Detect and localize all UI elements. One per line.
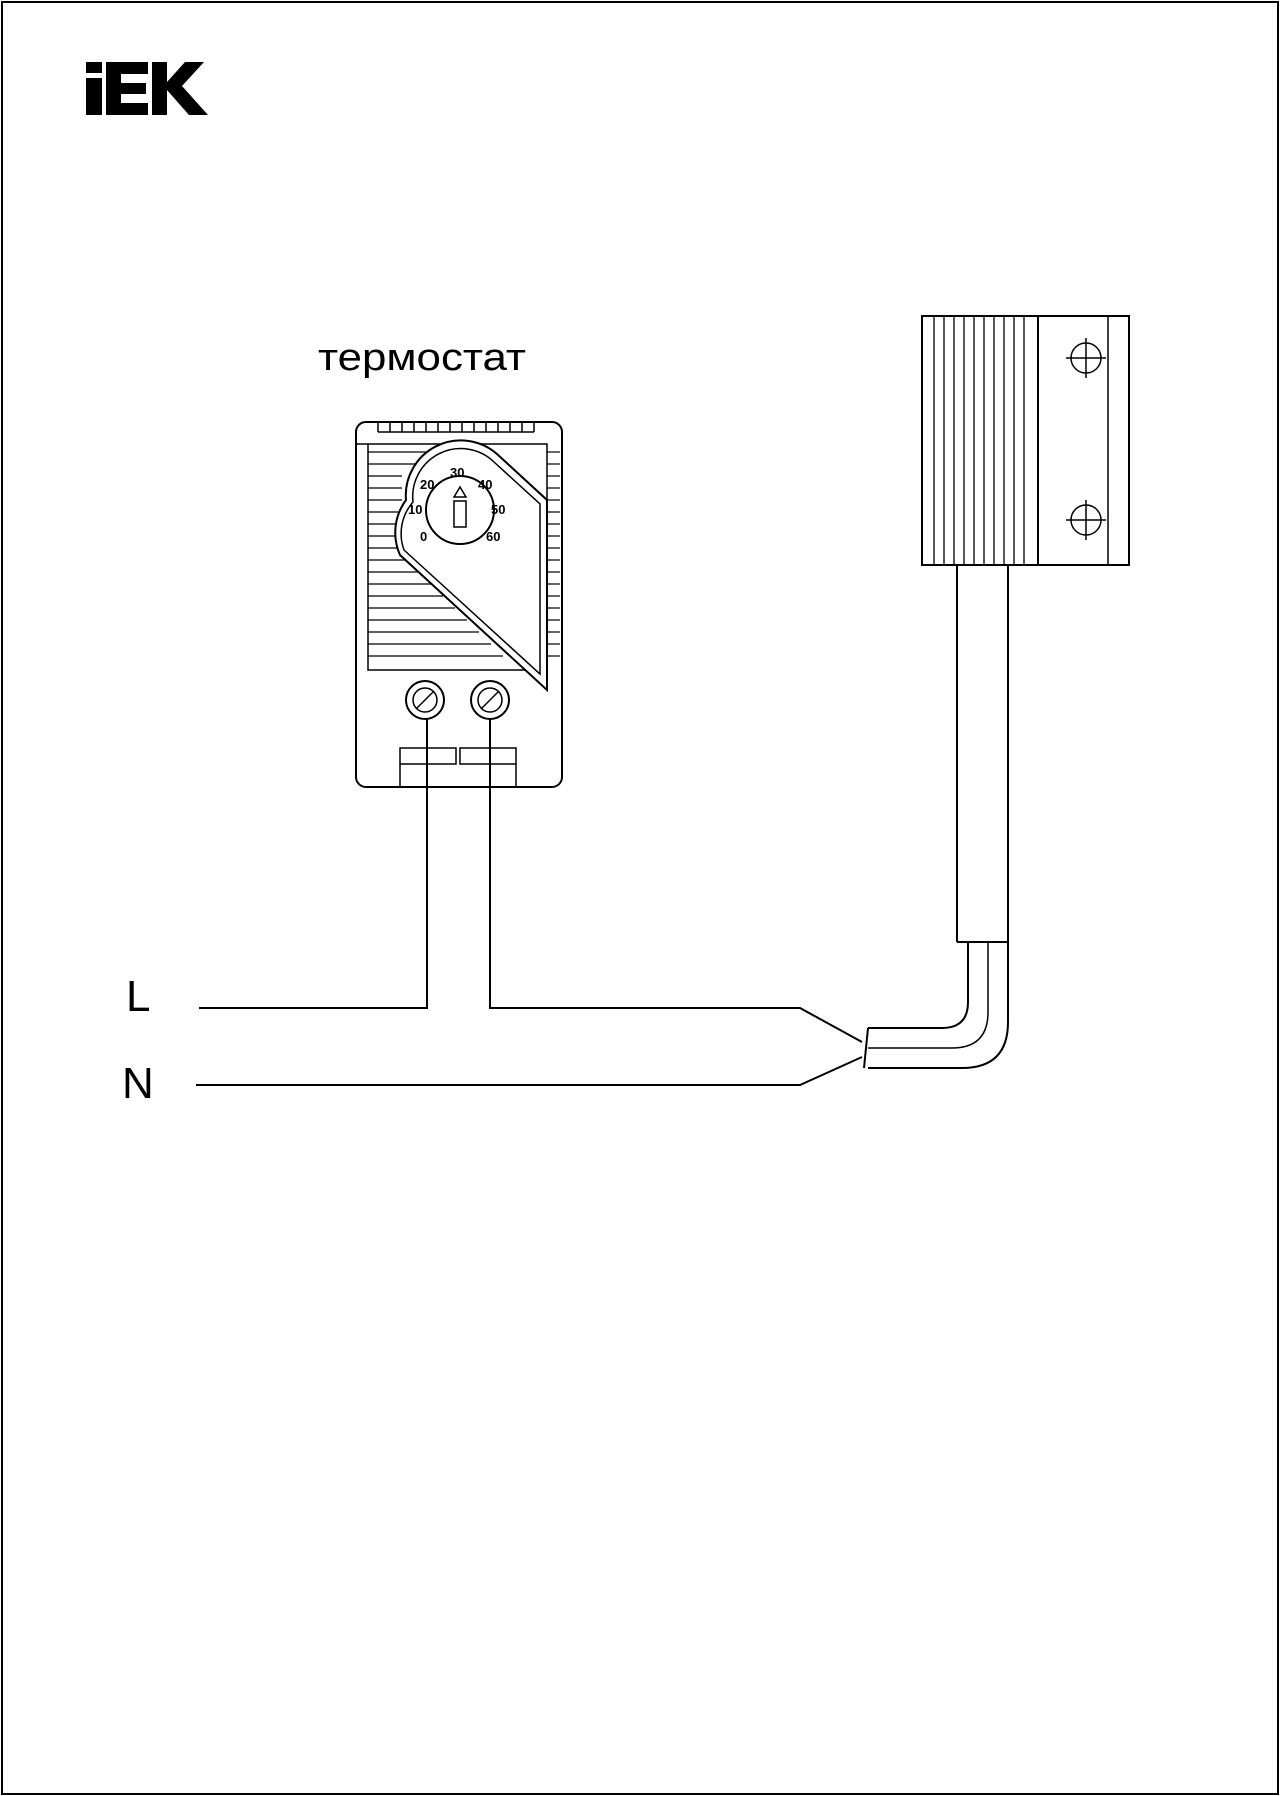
wires (196, 718, 863, 1086)
scale-0: 0 (420, 529, 427, 544)
line-label-l: L (126, 972, 150, 1021)
dial-scale: 0 10 20 30 40 50 60 (408, 465, 505, 544)
thermostat-ribs-right (547, 451, 560, 657)
scale-60: 60 (486, 529, 500, 544)
thermostat-top-vents (377, 422, 535, 433)
heater-cable-core-outer (868, 942, 1009, 1069)
thermostat-inner-frame (367, 444, 547, 671)
heater-fins (933, 316, 1025, 565)
heater-cable-core-inner (868, 942, 989, 1049)
terminal-screw-right (470, 680, 510, 720)
dial-housing-outer (394, 439, 548, 693)
dial-pointer-icon (452, 485, 468, 498)
mounting-hole-top-icon (1066, 338, 1106, 378)
scale-30: 30 (450, 465, 464, 480)
thermostat-dial (425, 475, 495, 545)
wire-thermostat-to-heater (489, 718, 863, 1043)
wire-n-to-heater (196, 1056, 863, 1086)
thermostat-body (355, 421, 563, 788)
dial-knob-slot (453, 500, 467, 528)
heater-body (921, 315, 1130, 566)
scale-50: 50 (491, 502, 505, 517)
iek-logo (86, 62, 208, 115)
line-label-n: N (122, 1059, 154, 1108)
heater-cable-end (863, 1027, 869, 1069)
wire-l-to-thermostat (199, 718, 428, 1009)
terminal-clamp-right (459, 747, 517, 765)
thermostat (355, 421, 563, 788)
scale-40: 40 (478, 477, 492, 492)
scale-10: 10 (408, 502, 422, 517)
thermostat-label: термостат (318, 337, 526, 379)
dial-housing-inner (400, 447, 541, 676)
heater (863, 315, 1130, 1069)
terminal-screw-left (405, 680, 445, 720)
scale-20: 20 (420, 477, 434, 492)
mounting-hole-bottom-icon (1066, 500, 1106, 540)
heater-cable-jacket (956, 565, 1009, 943)
